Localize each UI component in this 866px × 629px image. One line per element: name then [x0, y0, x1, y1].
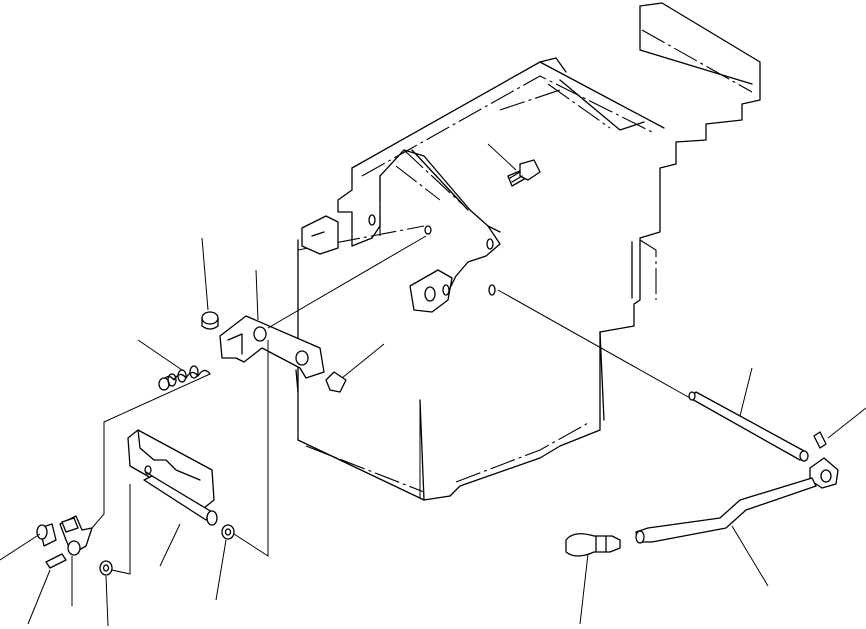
leader-lines [0, 143, 866, 627]
bushing-upper [201, 311, 219, 330]
plain-washer-a [221, 524, 235, 540]
pivot-bracket [219, 315, 325, 393]
plain-washer-b [99, 560, 113, 576]
clevis-bolt [36, 523, 57, 547]
hex-bolt [507, 159, 541, 187]
right-mounting-bracket [409, 238, 496, 313]
bushing-lower [325, 371, 347, 393]
return-spring [158, 365, 211, 391]
spring-pin [813, 431, 827, 449]
control-rod [688, 391, 809, 462]
control-lever [635, 457, 839, 544]
lever-knob [565, 533, 621, 557]
clevis-yoke [59, 515, 93, 556]
lock-pin [45, 553, 67, 569]
hinge-plate [127, 429, 218, 526]
left-mounting-bracket [301, 214, 432, 255]
frame-housing [297, 2, 761, 501]
